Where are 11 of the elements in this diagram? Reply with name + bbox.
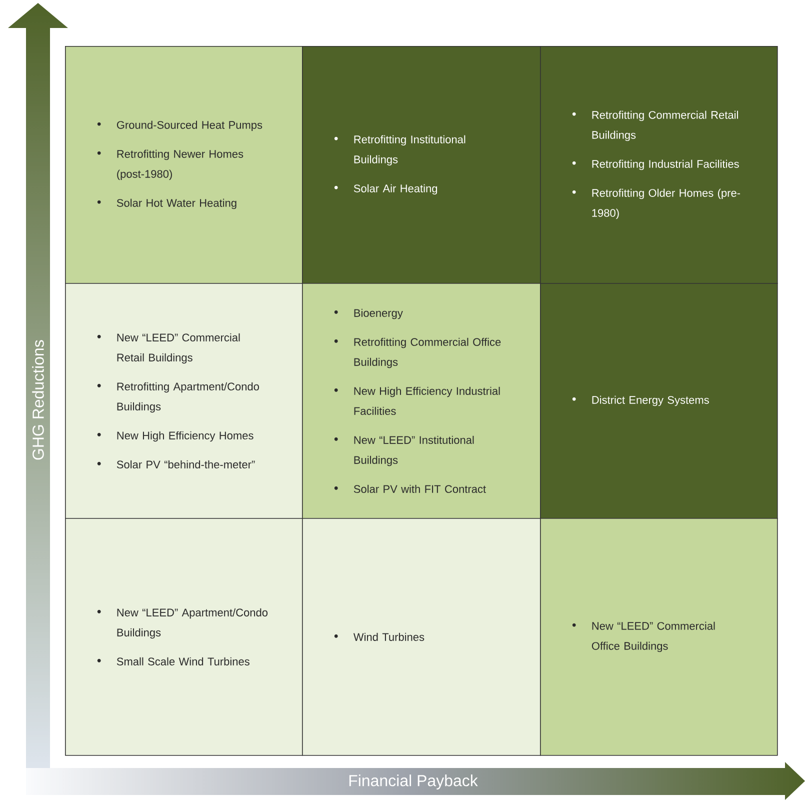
matrix-cell: Retrofitting Institutional Buildings Solar Air Heating [302,46,541,284]
matrix-cell: Wind Turbines [302,518,541,756]
matrix-cell: New “LEED” Commercial Retail Buildings Retrofitting Apartment/Condo Buildings New High Efficiency Homes Solar PV “behind-the-meter” [65,283,303,519]
matrix-cell: New “LEED” Apartment/Condo Buildings Small Scale Wind Turbines [65,518,303,756]
matrix-cell: District Energy Systems [540,283,778,519]
matrix-cell: Ground-Sourced Heat Pumps Retrofitting Newer Homes (post-1980) Solar Hot Water Heating [65,46,303,284]
axis-label: GHG Reductions [32,340,44,460]
matrix-cell: New “LEED” Commercial Office Buildings [540,518,778,756]
matrix-cell: Bioenergy Retrofitting Commercial Office Buildings New High Efficiency Industrial Facilities New “LEED” Institutional Buildings Solar PV with FIT Contract [302,283,541,519]
axis-label: Financial Payback [349,774,478,790]
matrix-cell: Retrofitting Commercial Retail Buildings Retrofitting Industrial Facilities Retrofitting Older Homes (pre-1980) [540,46,778,284]
